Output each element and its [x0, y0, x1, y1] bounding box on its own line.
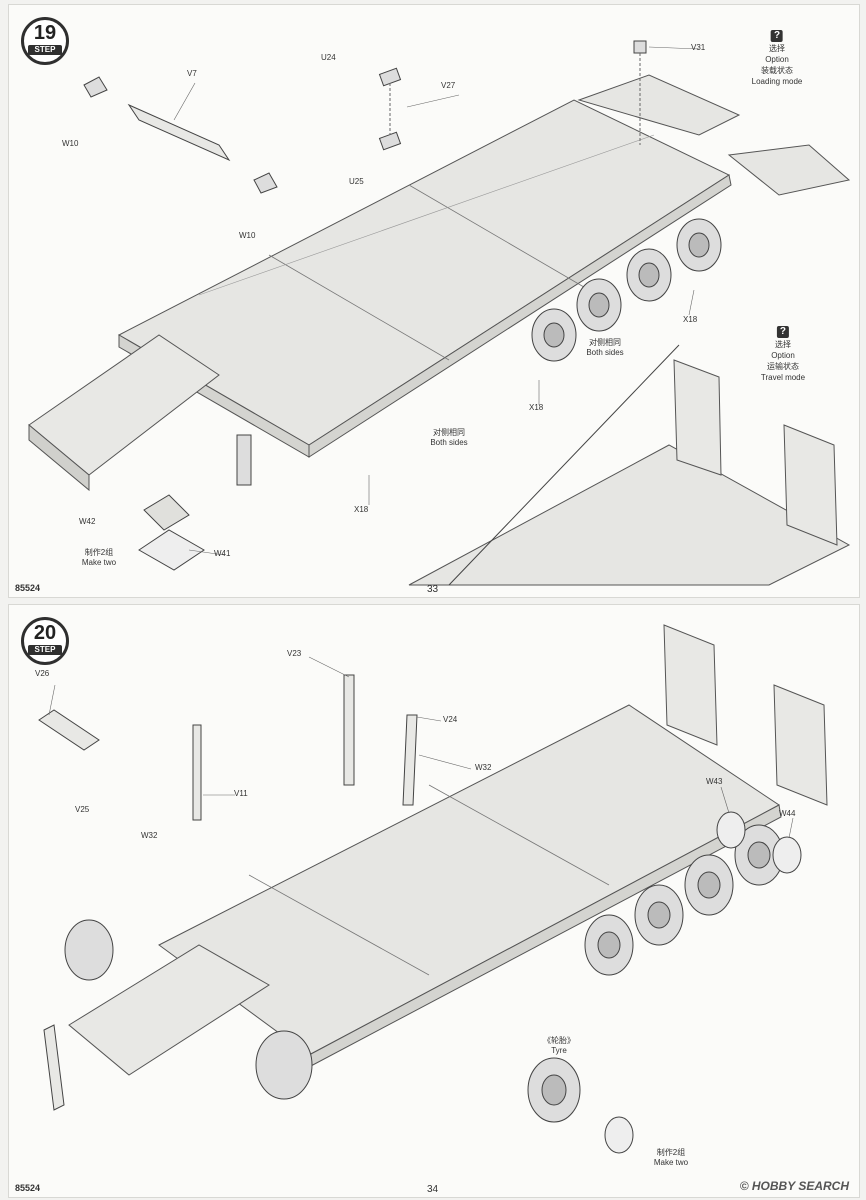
make-two-note-cn: 制作2组	[84, 548, 114, 557]
part-label-w32: W32	[475, 763, 492, 772]
part-label-v25: V25	[75, 805, 90, 814]
instruction-page-33: 19 STEP V7 W10 W10 U24 V27 U25 V31 X18 X…	[8, 4, 860, 598]
page-number: 34	[427, 1184, 439, 1195]
option-loading-mode: ? 选择 Option 装载状态 Loading mode	[751, 25, 803, 87]
option-select-cn: 选择	[769, 44, 785, 53]
part-label-w43: W43	[706, 777, 723, 786]
both-sides-note-en: Both sides	[430, 438, 468, 447]
option-travel-mode: ? 选择 Option 运输状态 Travel mode	[761, 321, 805, 383]
part-label-w10: W10	[62, 139, 79, 148]
both-sides-note-cn: 对侧相同	[589, 338, 621, 347]
step-badge-20: 20 STEP	[21, 617, 69, 665]
step-number: 20	[33, 622, 57, 644]
both-sides-note-en: Both sides	[586, 348, 624, 357]
tyre-label-cn: 《轮胎》	[543, 1036, 575, 1045]
mode-cn: 装载状态	[761, 66, 793, 75]
part-label-v7: V7	[187, 69, 197, 78]
question-icon: ?	[771, 30, 783, 42]
part-label-v23: V23	[287, 649, 302, 658]
page-number: 33	[427, 584, 439, 595]
make-two-note-en: Make two	[81, 558, 117, 567]
option-label: Option	[771, 351, 795, 360]
step-word: STEP	[28, 45, 62, 55]
part-label-v27: V27	[441, 81, 456, 90]
part-label-x18: X18	[683, 315, 698, 324]
part-label-v24: V24	[443, 715, 458, 724]
part-label-v31: V31	[691, 43, 706, 52]
part-label-v11: V11	[234, 789, 248, 798]
part-label-v26: V26	[35, 669, 50, 678]
part-label-w42: W42	[79, 517, 96, 526]
part-label-w41: W41	[214, 549, 231, 558]
step-word: STEP	[28, 645, 62, 655]
tyre-label-en: Tyre	[551, 1046, 567, 1055]
trailer-drawing-loading-mode	[28, 40, 851, 586]
step-number: 19	[33, 22, 57, 44]
product-code: 85524	[15, 1183, 41, 1193]
part-label-w44: W44	[779, 809, 796, 818]
part-label-w10: W10	[239, 231, 256, 240]
part-label-x18: X18	[529, 403, 544, 412]
part-label-w32: W32	[141, 831, 158, 840]
part-label-x18: X18	[354, 505, 369, 514]
both-sides-note-cn: 对侧相同	[433, 428, 465, 437]
option-select-cn: 选择	[774, 340, 791, 349]
instruction-page-34: 20 STEP V26 V25 V11 W32 V23 V24 W32 《轮胎》…	[8, 604, 860, 1198]
step-badge-19: 19 STEP	[21, 17, 69, 65]
part-label-u25: U25	[349, 177, 364, 186]
option-label: Option	[765, 55, 789, 64]
make-two-note-cn: 制作2组	[656, 1148, 686, 1157]
mode-cn: 运输状态	[766, 362, 799, 371]
mode-en: Travel mode	[760, 373, 806, 382]
hobby-search-watermark: © HOBBY SEARCH	[739, 1179, 849, 1193]
question-icon: ?	[776, 326, 789, 338]
trailer-drawing-travel-mode	[38, 624, 828, 1154]
make-two-note-en: Make two	[653, 1158, 689, 1167]
product-code: 85524	[15, 583, 41, 593]
mode-en: Loading mode	[751, 77, 803, 86]
part-label-u24: U24	[321, 53, 336, 62]
